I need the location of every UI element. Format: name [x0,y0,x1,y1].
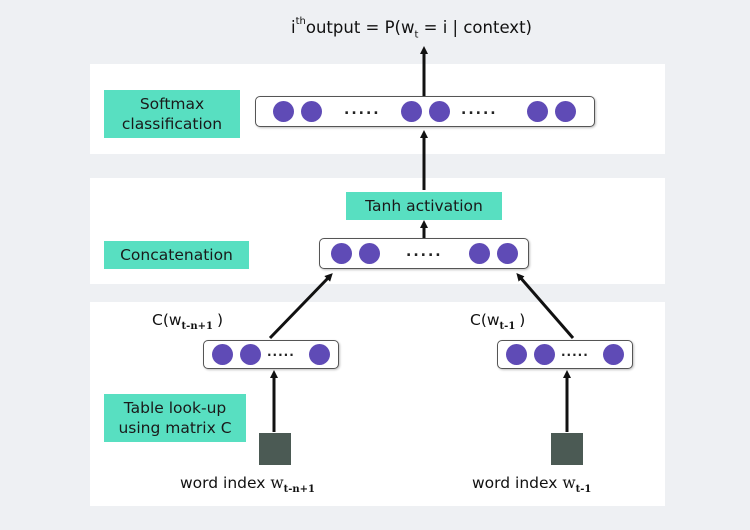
softmax-vector: ..... ..... [255,96,595,127]
right-word-var: w [562,474,576,492]
concat-ellipsis: ..... [406,244,443,260]
left-word-square [259,433,291,465]
left-word-sub: t-n+1 [283,484,316,496]
output-main-b: = i | context) [418,18,532,37]
left-embedding-sub: t-n+1 [181,321,213,333]
right-embedding-sub: t-1 [499,321,516,333]
softmax-node [401,101,422,122]
arrow-left-to-concat [268,273,333,340]
left-word-prefix: word index [180,474,271,492]
softmax-node [429,101,450,122]
output-main-a: output = P(w [305,18,415,37]
tanh-tag: Tanh activation [346,192,502,220]
output-prefix: i [291,18,296,37]
right-embedding-suffix: ) [519,311,526,329]
softmax-tag-line1: Softmax [139,95,205,113]
lookup-tag-line2: using matrix C [118,419,232,437]
softmax-ellipsis: ..... [461,102,498,118]
softmax-tag: Softmax classification [104,90,240,138]
softmax-ellipsis: ..... [344,102,381,118]
left-embedding-ellipsis: ..... [267,345,295,359]
arrow-right-to-concat [516,272,575,339]
left-word-label: word index wt-n+1 [180,474,315,495]
output-sup: th [295,16,306,27]
concat-node [497,243,518,264]
right-embedding-label: C(wt-1) [470,311,525,332]
left-embedding-label: C(wt-n+1) [152,311,223,332]
left-embedding-vector: ..... [203,340,339,369]
concatenation-vector: ..... [319,238,529,269]
lookup-tag: Table look-up using matrix C [104,394,246,442]
right-embedding-node [534,344,555,365]
left-embedding-node [240,344,261,365]
softmax-node [555,101,576,122]
output-sub: t [414,29,419,41]
right-word-label: word index wt-1 [472,474,591,495]
softmax-tag-line2: classification [121,115,223,133]
softmax-node [527,101,548,122]
right-word-square [551,433,583,465]
right-embedding-prefix: C(w [470,311,500,329]
left-word-var: w [270,474,284,492]
left-embedding-node [212,344,233,365]
right-embedding-ellipsis: ..... [561,345,589,359]
concat-node [469,243,490,264]
concat-node [359,243,380,264]
concat-node [331,243,352,264]
left-embedding-node [309,344,330,365]
right-word-prefix: word index [472,474,563,492]
softmax-node [273,101,294,122]
right-embedding-node [506,344,527,365]
right-embedding-vector: ..... [497,340,633,369]
softmax-node [301,101,322,122]
output-label: ithoutput = P(wt = i | context) [291,16,532,40]
lookup-tag-line1: Table look-up [123,399,227,417]
left-embedding-suffix: ) [216,311,223,329]
right-word-sub: t-1 [575,484,592,496]
left-embedding-prefix: C(w [152,311,182,329]
right-embedding-node [603,344,624,365]
concatenation-tag: Concatenation [104,241,249,269]
